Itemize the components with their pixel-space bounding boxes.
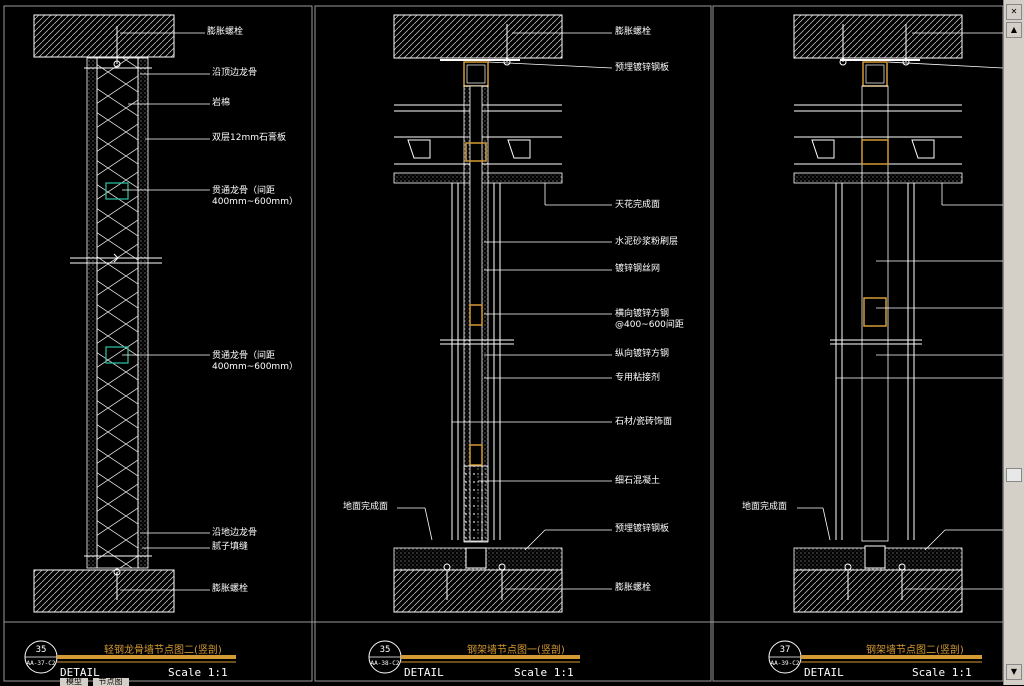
p2-label-horizontal-steel: 横向镀锌方钢 @400~600间距 [615,309,684,330]
p2-label-expansion-bolt-bottom: 膨胀螺栓 [615,583,652,593]
scroll-up-icon[interactable]: ▲ [1006,22,1022,38]
p2-label-fine-concrete: 细石混凝土 [615,476,661,486]
p1-badge-ref: AA-37-C2 [26,660,56,667]
panel1-drawing [24,14,236,674]
p2-label-wire-mesh: 镀锌钢丝网 [615,264,661,274]
p1-label-expansion-bolt-bottom: 膨胀螺栓 [212,584,249,594]
p3-badge-number: 37 [779,645,791,655]
p1-label-through-keel-2: 贯通龙骨（间距 400mm~600mm） [212,351,298,372]
tab-model[interactable]: 模型 [60,678,88,686]
p1-label-top-track: 沿顶边龙骨 [212,68,258,78]
p2-label-embedded-plate-top: 预埋镀锌钢板 [615,63,670,73]
p2-title: 钢架墙节点图一(竖剖) [467,645,565,656]
p1-label-gypsum-board: 双层12mm石膏板 [212,133,286,143]
p3-scale: Scale 1:1 [912,666,972,679]
panel2-footer [368,640,580,674]
scrollbar-thumb[interactable] [1006,468,1022,482]
p2-scale: Scale 1:1 [514,666,574,679]
scroll-down-icon[interactable]: ▼ [1006,664,1022,680]
panel2-drawing [368,14,613,674]
p3-badge-ref: AA-39-C2 [770,660,800,667]
p2-label-ceiling-finish: 天花完成面 [615,200,661,210]
tab-detail[interactable]: 节点图 [92,678,129,686]
panel3-drawing [768,14,1004,674]
p2-label-adhesive: 专用粘接剂 [615,373,661,383]
p3-detail: DETAIL [804,666,844,679]
vertical-scrollbar[interactable]: ✕ ▲ ▼ [1003,0,1024,685]
p1-label-putty-joint: 腻子填缝 [212,542,249,552]
p2-badge-number: 35 [379,645,391,655]
panel1-footer [24,640,236,674]
p1-title: 轻钢龙骨墙节点图二(竖剖) [104,645,222,656]
p1-detail: DETAIL [60,666,100,679]
p2-detail: DETAIL [404,666,444,679]
p2-label-expansion-bolt-top: 膨胀螺栓 [615,27,652,37]
p2-label-vertical-steel: 纵向镀锌方钢 [615,349,670,359]
p1-label-through-keel-1: 贯通龙骨（间距 400mm~600mm） [212,186,298,207]
p1-scale: Scale 1:1 [168,666,228,679]
p3-label-floor-finish: 地面完成面 [742,502,788,512]
p1-label-rock-wool: 岩棉 [212,98,231,108]
p1-label-floor-track: 沿地边龙骨 [212,528,258,538]
p2-badge-ref: AA-38-C2 [370,660,400,667]
p2-label-cement-mortar: 水泥砂浆粉刷层 [615,237,679,247]
p2-label-stone-tile: 石材/瓷砖饰面 [615,417,673,427]
p2-label-floor-finish: 地面完成面 [343,502,389,512]
p1-badge-number: 35 [35,645,47,655]
p2-label-embedded-plate-bottom: 预埋镀锌钢板 [615,524,670,534]
p3-title: 钢架墙节点图二(竖剖) [866,645,964,656]
panel3-footer [768,640,982,674]
layout-tabs: 模型 节点图 [60,677,131,686]
close-icon[interactable]: ✕ [1006,4,1022,20]
p1-label-expansion-bolt-top: 膨胀螺栓 [207,27,244,37]
